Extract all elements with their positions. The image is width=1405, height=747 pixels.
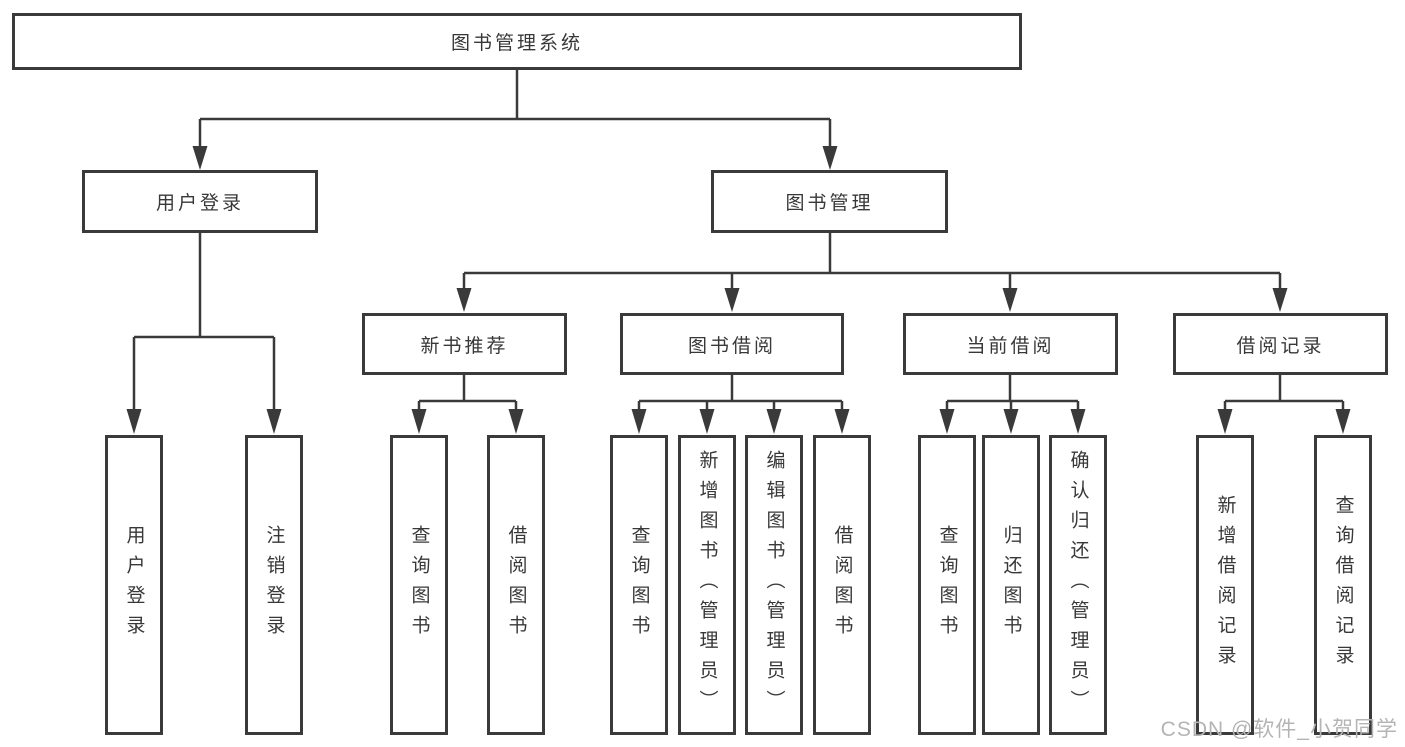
- leaf-label: 注销登录: [263, 525, 285, 645]
- leaf-borrow-books: 借阅图书: [813, 435, 871, 735]
- leaf-borrow-books-recommend: 借阅图书: [487, 435, 545, 735]
- leaf-logout: 注销登录: [245, 435, 303, 735]
- leaf-label: 借阅图书: [831, 525, 853, 645]
- leaf-query-books-recommend: 查询图书: [390, 435, 448, 735]
- node-library-system: 图书管理系统: [12, 13, 1022, 70]
- leaf-label: 编辑图书（管理员）: [763, 450, 785, 720]
- node-label: 新书推荐: [420, 335, 509, 357]
- leaf-confirm-return-admin: 确认归还（管理员）: [1049, 435, 1107, 735]
- node-user-login: 用户登录: [82, 170, 318, 233]
- leaf-label: 查询图书: [408, 525, 430, 645]
- leaf-query-books-current: 查询图书: [918, 435, 976, 735]
- node-book-management: 图书管理: [711, 170, 948, 233]
- leaf-label: 确认归还（管理员）: [1067, 450, 1089, 720]
- leaf-add-borrow-record: 新增借阅记录: [1196, 435, 1254, 735]
- leaf-query-borrow-record: 查询借阅记录: [1314, 435, 1372, 735]
- leaf-label: 用户登录: [123, 525, 145, 645]
- node-label: 图书管理系统: [450, 33, 583, 54]
- node-borrow-records: 借阅记录: [1173, 313, 1388, 375]
- leaf-query-books-borrow: 查询图书: [610, 435, 668, 735]
- leaf-label: 新增图书（管理员）: [696, 450, 718, 720]
- leaf-edit-book-admin: 编辑图书（管理员）: [745, 435, 803, 735]
- node-label: 图书借阅: [687, 335, 776, 357]
- leaf-label: 查询借阅记录: [1332, 495, 1354, 675]
- node-book-borrow: 图书借阅: [620, 313, 844, 375]
- leaf-user-login: 用户登录: [105, 435, 163, 735]
- arrowhead-icons: [126, 146, 1351, 434]
- node-label: 用户登录: [155, 193, 244, 214]
- leaf-label: 新增借阅记录: [1214, 495, 1236, 675]
- node-new-book-recommend: 新书推荐: [362, 313, 567, 375]
- leaf-label: 借阅图书: [505, 525, 527, 645]
- node-label: 图书管理: [785, 193, 874, 214]
- leaf-label: 查询图书: [628, 525, 650, 645]
- csdn-watermark: CSDN @软件_小贺同学: [1160, 718, 1398, 741]
- node-current-borrow: 当前借阅: [903, 313, 1118, 375]
- leaf-add-book-admin: 新增图书（管理员）: [678, 435, 736, 735]
- node-label: 借阅记录: [1236, 335, 1325, 357]
- leaf-return-books: 归还图书: [982, 435, 1040, 735]
- leaf-label: 查询图书: [936, 525, 958, 645]
- leaf-label: 归还图书: [1000, 525, 1022, 645]
- node-label: 当前借阅: [966, 335, 1055, 357]
